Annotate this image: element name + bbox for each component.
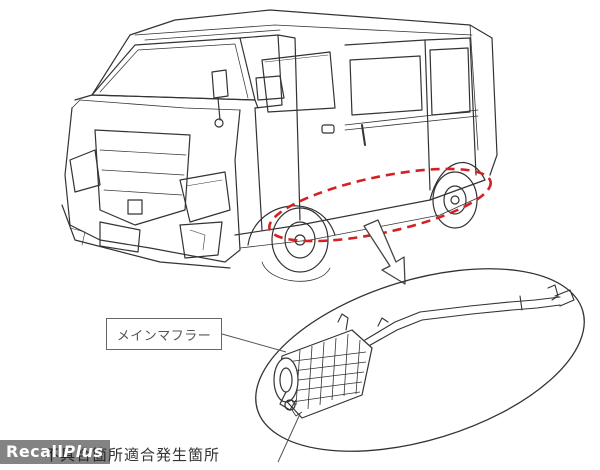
callout-leader-defect xyxy=(277,413,301,463)
recallplus-watermark: RecallPlus xyxy=(0,440,110,464)
zoom-detail-ellipse xyxy=(255,268,585,452)
watermark-brand-b: Plus xyxy=(63,442,104,461)
exhaust-pipe xyxy=(337,284,575,349)
highlight-region xyxy=(268,167,492,243)
watermark-brand-a: Recall xyxy=(6,442,64,461)
muffler xyxy=(273,329,373,419)
van-illustration xyxy=(61,9,498,282)
callout-leader-muffler xyxy=(221,333,287,353)
down-right-arrow-icon xyxy=(363,219,406,285)
callout-main-muffler: メインマフラー xyxy=(106,318,222,350)
callout-label: メインマフラー xyxy=(116,328,212,344)
